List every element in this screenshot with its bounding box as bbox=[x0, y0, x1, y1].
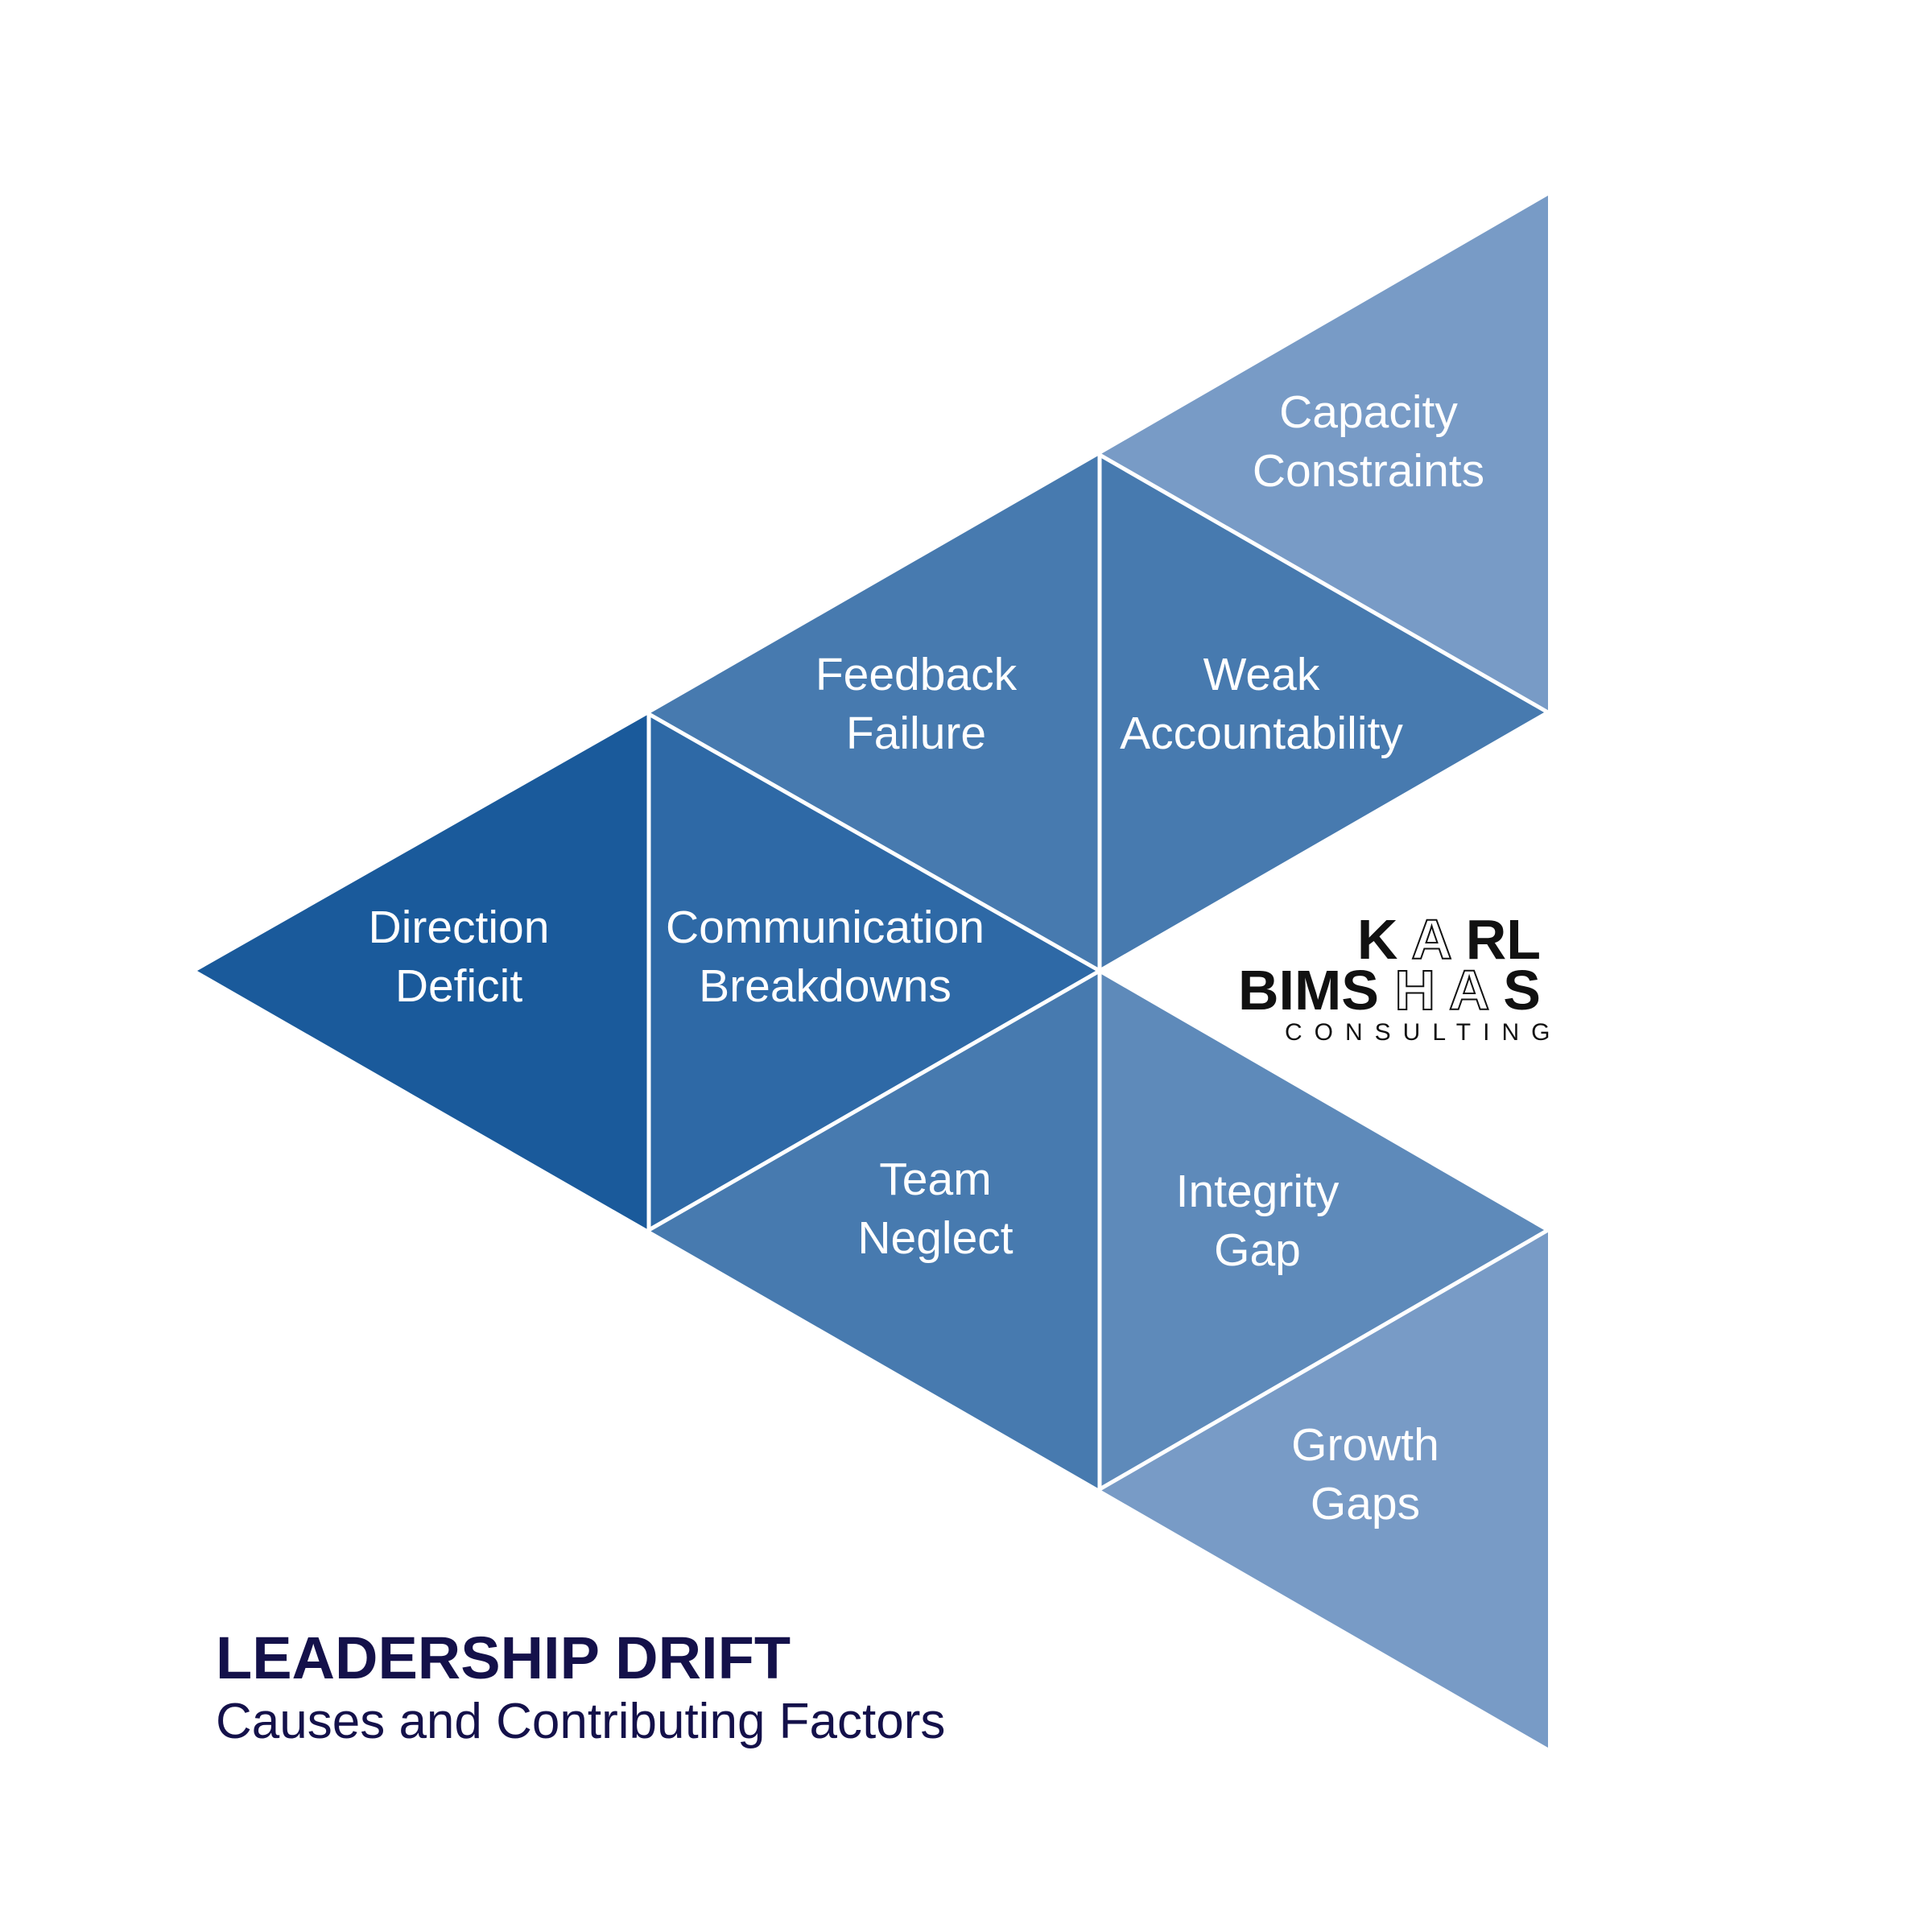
label-line: Gaps bbox=[1311, 1478, 1420, 1530]
triangle-integrity-gap bbox=[1100, 971, 1548, 1489]
label-line: Weak bbox=[1203, 649, 1320, 700]
divider-line bbox=[1097, 710, 1550, 973]
company-logo: K A RL BIMS H A S CONSULTING bbox=[1238, 907, 1562, 1046]
logo-part-inverted: A bbox=[1449, 959, 1488, 1022]
divider-line bbox=[646, 968, 1102, 1232]
logo-part: K bbox=[1357, 908, 1398, 971]
logo-part-inverted: H bbox=[1394, 959, 1435, 1022]
triangle-feedback-failure bbox=[649, 455, 1100, 971]
label-line: Accountability bbox=[1120, 708, 1403, 759]
logo-subtitle: CONSULTING bbox=[1285, 1019, 1562, 1046]
triangle-growth-gaps bbox=[1100, 1230, 1548, 1748]
logo-part-inverted: A bbox=[1411, 908, 1451, 971]
logo-part: BIMS bbox=[1238, 959, 1379, 1022]
triangle-dividers bbox=[646, 452, 1550, 1492]
label-line: Feedback bbox=[815, 649, 1018, 700]
triangle-grid bbox=[197, 196, 1548, 1748]
heading-block: LEADERSHIP DRIFT Causes and Contributing… bbox=[216, 1626, 945, 1753]
logo-line-1: K A RL bbox=[1357, 908, 1541, 971]
triangle-weak-accountability bbox=[1100, 455, 1548, 971]
page-title: LEADERSHIP DRIFT bbox=[216, 1624, 791, 1691]
triangle-capacity-constraints bbox=[1100, 196, 1548, 712]
label-line: Constraints bbox=[1253, 445, 1484, 497]
logo-part: RL bbox=[1466, 908, 1541, 971]
logo-line-2: BIMS H A S bbox=[1238, 959, 1541, 1022]
label-line: Direction bbox=[369, 902, 550, 953]
label-line: Gap bbox=[1214, 1224, 1301, 1276]
label-line: Capacity bbox=[1279, 386, 1458, 438]
label-line: Breakdowns bbox=[699, 960, 952, 1012]
label-line: Team bbox=[879, 1154, 991, 1205]
label-line: Integrity bbox=[1176, 1166, 1340, 1217]
logo-part: S bbox=[1503, 959, 1541, 1022]
divider-line bbox=[646, 712, 1102, 973]
divider-line bbox=[1097, 1228, 1550, 1492]
label-line: Failure bbox=[846, 708, 986, 759]
triangle-communication-breakdowns bbox=[649, 714, 1100, 1230]
label-line: Growth bbox=[1291, 1419, 1439, 1471]
triangle-team-neglect bbox=[649, 971, 1100, 1489]
label-line: Neglect bbox=[857, 1212, 1013, 1264]
triangle-direction-deficit bbox=[197, 714, 649, 1230]
label-line: Deficit bbox=[395, 960, 523, 1012]
divider-line bbox=[1097, 452, 1550, 715]
divider-line bbox=[1097, 968, 1550, 1232]
label-line: Communication bbox=[666, 902, 985, 953]
page-subtitle: Causes and Contributing Factors bbox=[216, 1694, 946, 1749]
